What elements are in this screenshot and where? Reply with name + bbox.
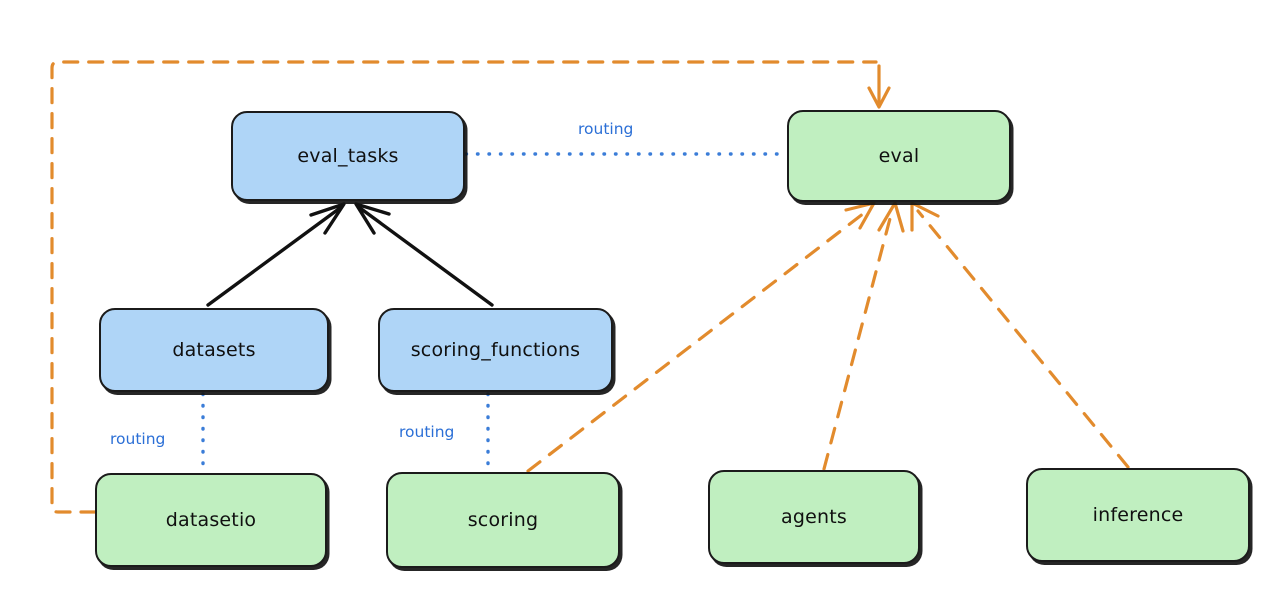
node-scoring[interactable]: scoring bbox=[386, 472, 620, 568]
node-label-eval: eval bbox=[878, 145, 920, 167]
node-label-datasetio: datasetio bbox=[165, 509, 257, 531]
node-label-agents: agents bbox=[781, 506, 847, 528]
node-scoring_functions[interactable]: scoring_functions bbox=[378, 308, 613, 392]
node-label-datasets: datasets bbox=[172, 339, 256, 361]
node-agents[interactable]: agents bbox=[708, 470, 920, 564]
edge-datasets-to-eval_tasks bbox=[206, 202, 346, 307]
edge-scoring_functions-to-eval_tasks bbox=[354, 202, 494, 307]
node-eval[interactable]: eval bbox=[787, 110, 1011, 202]
edge-inference-to-eval bbox=[910, 201, 1130, 469]
node-label-inference: inference bbox=[1092, 504, 1184, 526]
node-inference[interactable]: inference bbox=[1026, 468, 1250, 562]
edge-label-routing-eval_tasks-eval: routing bbox=[578, 120, 634, 138]
edge-label-routing-scoring_functions-scoring: routing bbox=[399, 423, 455, 441]
node-datasetio[interactable]: datasetio bbox=[95, 473, 327, 567]
node-label-scoring_functions: scoring_functions bbox=[410, 339, 581, 361]
node-label-scoring: scoring bbox=[467, 509, 539, 531]
edge-label-routing-datasets-datasetio: routing bbox=[110, 430, 166, 448]
edge-datasetio-to-eval bbox=[50, 60, 891, 514]
node-label-eval_tasks: eval_tasks bbox=[297, 145, 399, 167]
edge-agents-to-eval bbox=[822, 201, 905, 471]
node-datasets[interactable]: datasets bbox=[99, 308, 329, 392]
node-eval_tasks[interactable]: eval_tasks bbox=[231, 111, 465, 201]
